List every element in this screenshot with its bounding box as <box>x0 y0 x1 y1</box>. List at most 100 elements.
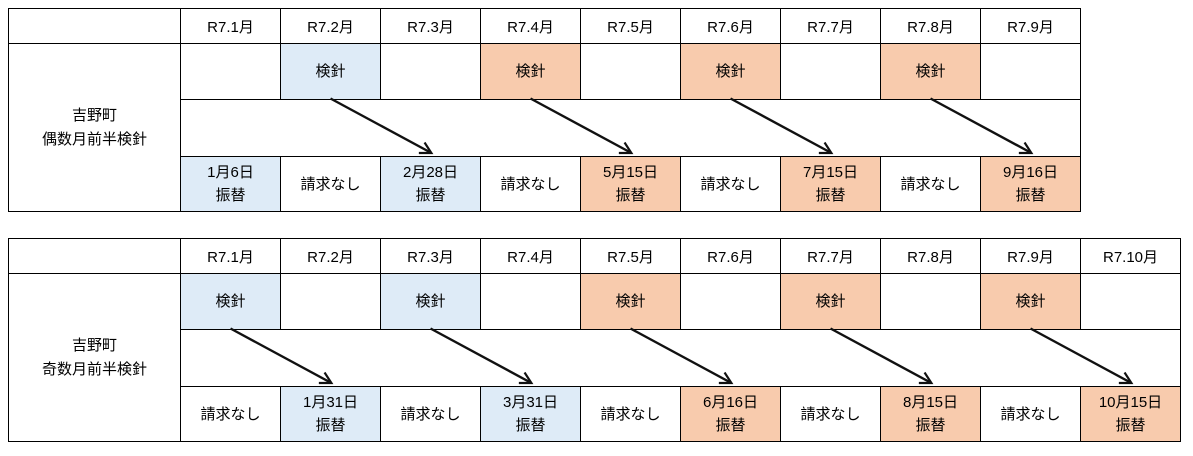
group-label-line: 奇数月前半検針 <box>41 360 147 378</box>
meter-reading-cell: 検針 <box>580 273 681 330</box>
billing-cell: 請求なし <box>780 386 881 442</box>
arrow-lane <box>180 329 1181 387</box>
billing-cell-line: 請求なし <box>300 175 361 193</box>
meter-reading-cell: 検針 <box>780 273 881 330</box>
billing-cell-line: 振替 <box>215 187 246 204</box>
billing-cell-line: 3月31日 <box>502 394 559 411</box>
month-header-cell: R7.2月 <box>280 8 381 44</box>
meter-reading-cell <box>480 273 581 330</box>
billing-cell-line: 請求なし <box>700 175 761 193</box>
month-header-cell: R7.7月 <box>780 8 881 44</box>
month-header-cell: R7.6月 <box>680 8 781 44</box>
billing-cell-line: 請求なし <box>1000 405 1061 423</box>
billing-cell: 7月15日振替 <box>780 156 881 212</box>
billing-cell: 請求なし <box>880 156 981 212</box>
billing-cell-line: 7月15日 <box>802 164 859 181</box>
month-header-cell: R7.8月 <box>880 8 981 44</box>
month-header-cell: R7.7月 <box>780 238 881 274</box>
meter-reading-cell <box>380 43 481 100</box>
billing-cell-line: 請求なし <box>200 405 261 423</box>
meter-reading-cell <box>580 43 681 100</box>
month-header-cell: R7.5月 <box>580 8 681 44</box>
meter-reading-cell <box>280 273 381 330</box>
billing-cell-line: 5月15日 <box>602 164 659 181</box>
month-header-cell: R7.1月 <box>180 8 281 44</box>
meter-reading-cell: 検針 <box>680 43 781 100</box>
meter-reading-text: 検針 <box>615 292 646 310</box>
billing-cell: 9月16日振替 <box>980 156 1081 212</box>
billing-cell: 6月16日振替 <box>680 386 781 442</box>
meter-reading-text: 検針 <box>1015 292 1046 310</box>
month-header-cell: R7.8月 <box>880 238 981 274</box>
meter-reading-cell <box>880 273 981 330</box>
billing-cell: 請求なし <box>380 386 481 442</box>
meter-reading-cell <box>1080 273 1181 330</box>
meter-reading-cell <box>980 43 1081 100</box>
billing-cell-line: 振替 <box>315 417 346 434</box>
billing-cell: 請求なし <box>680 156 781 212</box>
meter-reading-text: 検針 <box>915 62 946 80</box>
billing-cell: 請求なし <box>180 386 281 442</box>
billing-cell-line: 振替 <box>715 417 746 434</box>
meter-reading-cell <box>180 43 281 100</box>
billing-cell-line: 8月15日 <box>902 394 959 411</box>
corner-cell <box>8 8 181 44</box>
billing-cell: 3月31日振替 <box>480 386 581 442</box>
billing-cell: 10月15日振替 <box>1080 386 1181 442</box>
billing-cell-line: 振替 <box>1115 417 1146 434</box>
month-header-cell: R7.4月 <box>480 8 581 44</box>
billing-cell-line: 1月31日 <box>302 394 359 411</box>
month-header-cell: R7.2月 <box>280 238 381 274</box>
billing-cell-line: 振替 <box>515 417 546 434</box>
meter-reading-cell: 検針 <box>480 43 581 100</box>
group-label-line: 吉野町 <box>71 106 117 124</box>
billing-cell-line: 2月28日 <box>402 164 459 181</box>
meter-reading-cell: 検針 <box>980 273 1081 330</box>
meter-reading-text: 検針 <box>715 62 746 80</box>
group-label-line: 偶数月前半検針 <box>41 130 147 148</box>
billing-cell-line: 振替 <box>415 187 446 204</box>
billing-cell: 5月15日振替 <box>580 156 681 212</box>
billing-cell-line: 1月6日 <box>207 164 254 181</box>
group-label: 吉野町奇数月前半検針 <box>8 273 181 442</box>
month-header-cell: R7.6月 <box>680 238 781 274</box>
billing-cell-line: 振替 <box>915 417 946 434</box>
billing-cell: 請求なし <box>980 386 1081 442</box>
meter-reading-text: 検針 <box>315 62 346 80</box>
billing-cell-line: 振替 <box>615 187 646 204</box>
billing-cell-line: 10月15日 <box>1098 394 1163 411</box>
billing-cell-line: 請求なし <box>600 405 661 423</box>
month-header-cell: R7.5月 <box>580 238 681 274</box>
billing-cell: 請求なし <box>580 386 681 442</box>
meter-reading-cell: 検針 <box>180 273 281 330</box>
billing-cell-line: 6月16日 <box>702 394 759 411</box>
billing-cell: 請求なし <box>280 156 381 212</box>
month-header-cell: R7.3月 <box>380 8 481 44</box>
billing-cell-line: 振替 <box>1015 187 1046 204</box>
billing-cell: 請求なし <box>480 156 581 212</box>
month-header-cell: R7.9月 <box>980 8 1081 44</box>
month-header-cell: R7.4月 <box>480 238 581 274</box>
arrow-lane <box>180 99 1081 157</box>
meter-reading-text: 検針 <box>415 292 446 310</box>
billing-cell-line: 9月16日 <box>1002 164 1059 181</box>
meter-reading-text: 検針 <box>215 292 246 310</box>
meter-reading-cell <box>780 43 881 100</box>
billing-cell: 1月6日振替 <box>180 156 281 212</box>
month-header-cell: R7.3月 <box>380 238 481 274</box>
group-label: 吉野町偶数月前半検針 <box>8 43 181 212</box>
billing-cell: 1月31日振替 <box>280 386 381 442</box>
billing-cell: 2月28日振替 <box>380 156 481 212</box>
billing-cell-line: 請求なし <box>900 175 961 193</box>
month-header-cell: R7.9月 <box>980 238 1081 274</box>
meter-reading-cell <box>680 273 781 330</box>
corner-cell <box>8 238 181 274</box>
billing-cell-line: 請求なし <box>800 405 861 423</box>
billing-cell-line: 請求なし <box>400 405 461 423</box>
meter-reading-cell: 検針 <box>380 273 481 330</box>
